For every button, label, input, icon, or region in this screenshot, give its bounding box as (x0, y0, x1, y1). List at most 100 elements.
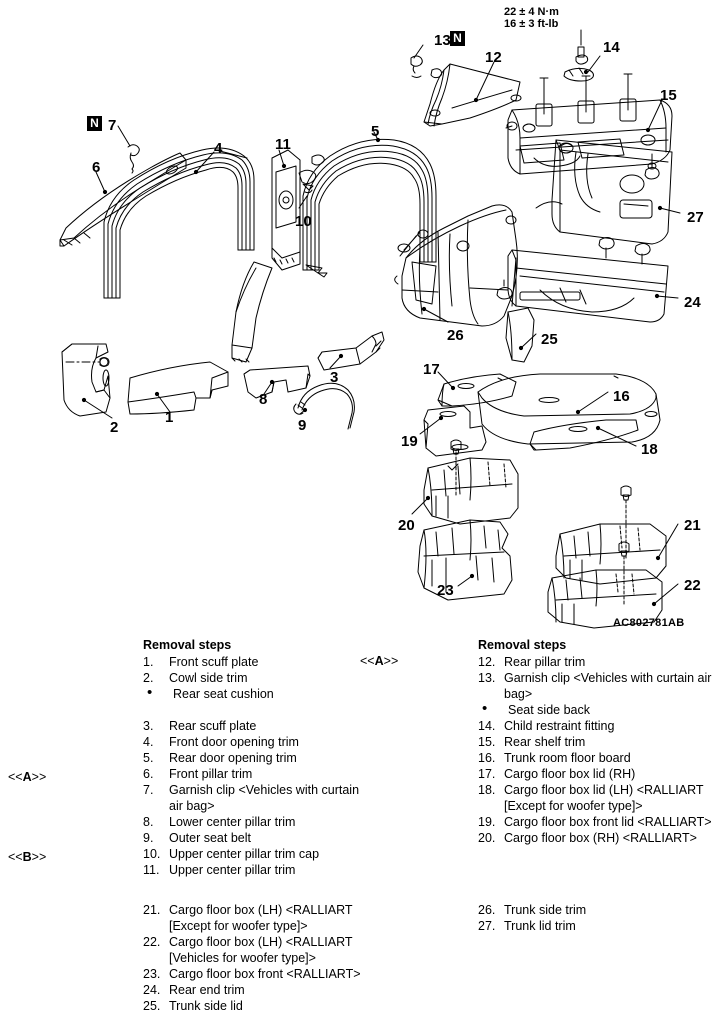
legend-item-label: Cargo floor box lid (RH) (504, 767, 636, 781)
section-marker-a-0: <<A>> (360, 654, 399, 668)
legend-item-label: Rear scuff plate (169, 719, 257, 733)
exploded-view-diagram: 22 ± 4 N·m 16 ± 3 ft-lb N N AC802781AB 1… (59, 6, 704, 629)
legend-item-label: Child restraint fitting (504, 719, 615, 733)
legend-item: 2.Cowl side trim (143, 670, 368, 686)
legend-item-label: Cargo floor box front <RALLIART> (169, 967, 361, 981)
legend-item-label: Trunk room floor board (504, 751, 631, 765)
legend-item-number: 1. (143, 655, 154, 669)
legend-item-label: Cargo floor box lid (LH) <RALLIART [Exce… (504, 783, 704, 813)
legend-item-number: 17. (478, 767, 496, 781)
legend-item: 19.Cargo floor box front lid <RALLIART> (478, 814, 718, 830)
legend-item-number: 27. (478, 919, 496, 933)
legend-item: 10. Upper center pillar trim cap (143, 846, 368, 862)
legend-item-label: Rear door opening trim (169, 751, 297, 765)
callout-23: 23 (437, 582, 454, 599)
callout-12: 12 (485, 49, 502, 66)
legend-list-left-lower: 21. Cargo floor box (LH) <RALLIART [Excep… (143, 902, 378, 1014)
callout-20: 20 (398, 517, 415, 534)
callout-19: 19 (401, 433, 418, 450)
legend-item: 8. Lower center pillar trim (143, 814, 368, 830)
legend-item-label: Cargo floor box (LH) <RALLIART [Vehicles… (169, 935, 353, 965)
legend-item-number: 25. (143, 999, 161, 1013)
legend-item-label: Trunk side lid (169, 999, 243, 1013)
legend-item-label: Lower center pillar trim (169, 815, 296, 829)
legend-item: 7. Garnish clip <Vehicles with curtain ai… (143, 782, 368, 814)
callout-18: 18 (641, 441, 658, 458)
callout-11: 11 (275, 136, 291, 153)
legend-item-label: Front door opening trim (169, 735, 299, 749)
legend-item-number: 19. (478, 815, 496, 829)
callout-5: 5 (371, 123, 380, 140)
legend-item-label: Upper center pillar trim cap (169, 847, 320, 861)
callout-22: 22 (684, 577, 701, 594)
legend-item: 6.Front pillar trim (143, 766, 368, 782)
legend-item: 5.Rear door opening trim (143, 750, 368, 766)
legend-item: 4.Front door opening trim (143, 734, 368, 750)
callout-25: 25 (541, 331, 558, 348)
legend-item: 21. Cargo floor box (LH) <RALLIART [Excep… (143, 902, 378, 934)
legend-column-left-lower: 21. Cargo floor box (LH) <RALLIART [Excep… (143, 902, 378, 1014)
callout-7: 7 (108, 117, 117, 134)
legend-item: 9.Outer seat belt (143, 830, 368, 846)
callout-2: 2 (110, 419, 119, 436)
legend-item-number: 21. (143, 903, 161, 917)
legend-item-number: 2. (143, 671, 154, 685)
legend-item: 24. Rear end trim (143, 982, 378, 998)
legend-item-label: Cargo floor box (RH) <RALLIART> (504, 831, 697, 845)
legend-item-number: 12. (478, 655, 496, 669)
legend-item: 13. Garnish clip <Vehicles with curtain a… (478, 670, 718, 702)
callout-10: 10 (295, 213, 312, 230)
legend-item-label: Trunk side trim (504, 903, 587, 917)
legend-item: 16. Trunk room floor board (478, 750, 718, 766)
legend-item: 26. Trunk side trim (478, 902, 718, 918)
callout-1: 1 (165, 409, 174, 426)
legend-item-number: 10. (143, 847, 161, 861)
legend-item-number: 24. (143, 983, 161, 997)
legend-item-label: Rear pillar trim (504, 655, 586, 669)
diagram-linework (59, 29, 681, 629)
legend-list-right: 12. Rear pillar trim 13. Garnish clip <Vehi… (478, 654, 718, 846)
legend-item-bullet: • (482, 700, 488, 717)
legend-item: 25. Trunk side lid (143, 998, 378, 1014)
callout-4: 4 (214, 140, 223, 157)
callout-13: 13 (434, 32, 451, 49)
legend-item-number: 8. (143, 815, 154, 829)
legend-item: 17. Cargo floor box lid (RH) (478, 766, 718, 782)
legend-item: 22. Cargo floor box (LH) <RALLIART [Vehic… (143, 934, 378, 966)
legend-item-number: 13. (478, 671, 496, 685)
torque-spec-note: 22 ± 4 N·m 16 ± 3 ft-lb (504, 6, 559, 30)
legend-item-label: Upper center pillar trim (169, 863, 296, 877)
legend-item: 14. Child restraint fitting (478, 718, 718, 734)
legend-item: 12. Rear pillar trim (478, 654, 718, 670)
callout-9: 9 (298, 417, 307, 434)
n-badge-icon-7: N (87, 116, 102, 131)
legend-item-number: 7. (143, 783, 154, 797)
legend-title-left: Removal steps (143, 638, 232, 652)
section-marker-b-2: <<B>> (8, 850, 47, 864)
legend-item-label: Rear shelf trim (504, 735, 586, 749)
legend-item-label: Front scuff plate (169, 655, 259, 669)
legend-item: 11. Upper center pillar trim (143, 862, 368, 878)
legend-item-number: 16. (478, 751, 496, 765)
legend-item-bullet: • (147, 684, 153, 701)
legend-item-label: Rear end trim (169, 983, 245, 997)
legend-item-number: 22. (143, 935, 161, 949)
legend-item-label: Front pillar trim (169, 767, 253, 781)
legend-item-label: Rear seat cushion (173, 687, 274, 701)
legend-item-label: Garnish clip <Vehicles with curtain air … (504, 671, 712, 701)
legend-item: 15. Rear shelf trim (478, 734, 718, 750)
legend-item-number: 11. (143, 863, 160, 877)
callout-3: 3 (330, 369, 339, 386)
legend-item-label: Garnish clip <Vehicles with curtain air … (169, 783, 360, 813)
callout-6: 6 (92, 159, 101, 176)
legend-item-number: 14. (478, 719, 496, 733)
legend-item-number: 15. (478, 735, 496, 749)
legend-item-label: Cargo floor box (LH) <RALLIART [Except f… (169, 903, 353, 933)
legend-item: 27.Trunk lid trim (478, 918, 718, 934)
legend-item: 1. Front scuff plate (143, 654, 368, 670)
legend-item-number: 26. (478, 903, 496, 917)
legend-item: • Rear seat cushion (147, 685, 368, 702)
